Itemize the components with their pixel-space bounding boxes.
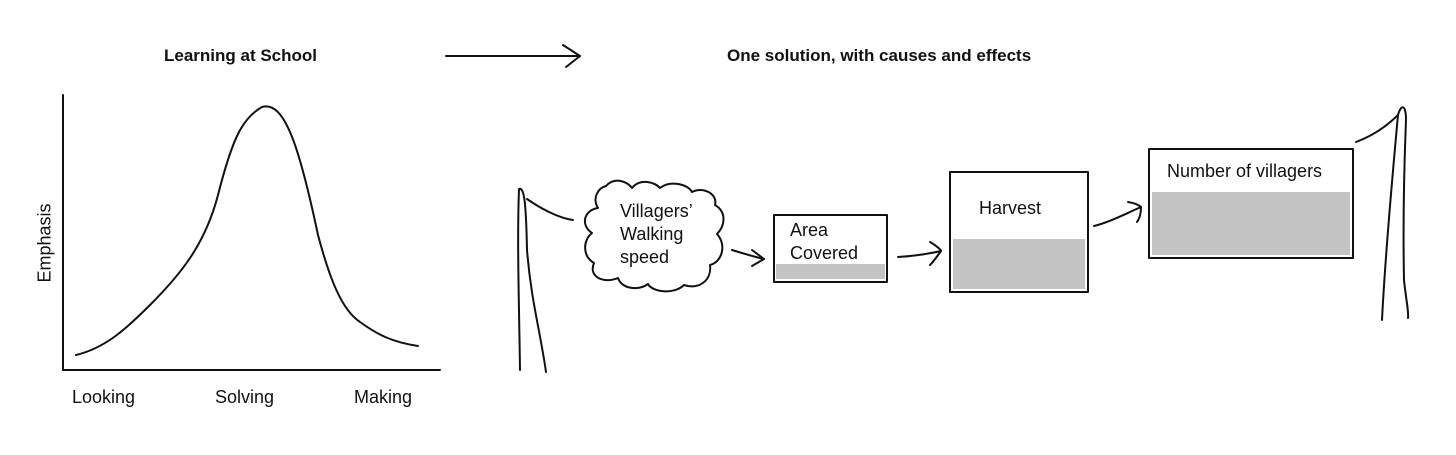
y-axis-label: Emphasis xyxy=(34,203,55,283)
area-box-label-line: Covered xyxy=(790,243,859,263)
harvest-box xyxy=(949,171,1089,293)
x-tick-solving: Solving xyxy=(215,387,275,407)
left-pole-string xyxy=(526,198,574,221)
harvest-box-label: Harvest xyxy=(979,197,1041,220)
left-pole xyxy=(517,187,547,373)
cloud-label-line: speed xyxy=(620,247,670,267)
area-box-label: Area Covered xyxy=(790,219,858,265)
arrow-speed-to-area xyxy=(731,249,765,267)
cloud-label: Villagers’ Walking speed xyxy=(620,200,693,269)
villagers-box xyxy=(1148,148,1354,259)
harvest-box-fill xyxy=(953,239,1085,289)
right-pole-string xyxy=(1355,114,1399,143)
arrow-area-to-harvest xyxy=(897,241,942,266)
area-box-label-line: Area xyxy=(790,220,829,240)
title-arrow xyxy=(445,44,581,68)
cloud-label-line: Walking xyxy=(620,224,684,244)
area-box-fill xyxy=(776,264,885,279)
area-box xyxy=(773,214,888,283)
cloud-shape xyxy=(583,179,725,293)
emphasis-curve xyxy=(75,105,419,356)
villagers-box-label-line: Number of villagers xyxy=(1167,161,1323,181)
cloud-label-line: Villagers’ xyxy=(620,201,693,221)
right-pole xyxy=(1381,106,1410,321)
arrow-harvest-to-villagers xyxy=(1093,201,1142,227)
harvest-box-label-line: Harvest xyxy=(979,198,1042,218)
villagers-box-label: Number of villagers xyxy=(1167,160,1322,183)
x-tick-looking: Looking xyxy=(72,387,136,407)
right-panel-title: One solution, with causes and effects xyxy=(727,46,1032,65)
x-tick-making: Making xyxy=(354,387,413,407)
left-panel-title: Learning at School xyxy=(164,46,318,65)
villagers-box-fill xyxy=(1152,192,1350,255)
